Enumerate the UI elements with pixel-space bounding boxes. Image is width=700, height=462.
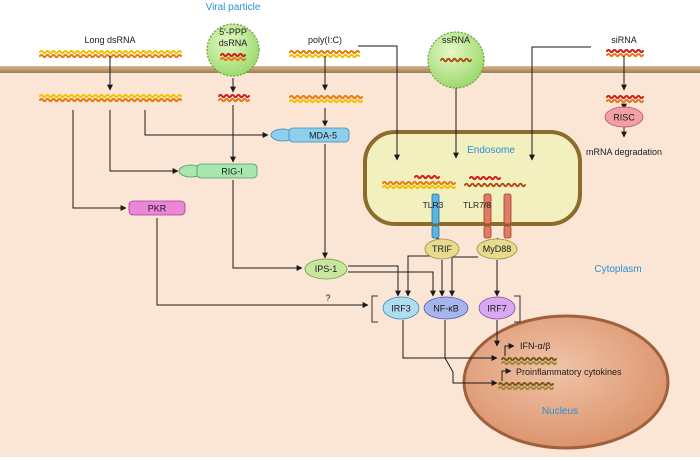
arrow-dsrna-to-pkr — [72, 110, 127, 211]
gene-promoters — [501, 343, 515, 381]
polyic-label: poly(I:C) — [308, 35, 342, 45]
cyto-dsrna-strand-orange — [39, 97, 182, 103]
pathway-arrows — [72, 45, 627, 386]
mda5-node: MDA-5 — [270, 127, 350, 143]
endosome-ssrna-red — [469, 175, 501, 181]
myd88-label: MyD88 — [483, 244, 512, 254]
ppp-dsrna-strand-red — [220, 52, 246, 58]
risc-label: RISC — [613, 113, 635, 123]
irf7-node: IRF7 — [478, 296, 516, 320]
viral-particle-icon — [206, 23, 260, 77]
arrow-pkr-to-irf3 — [156, 218, 369, 308]
arrow-sirna-branch — [529, 46, 591, 161]
plasma-membrane — [0, 66, 700, 73]
endosome-label: Endosome — [467, 145, 515, 156]
tlr7-receptor — [483, 193, 492, 239]
cyto-dsrna-strand-yellow — [39, 93, 182, 99]
arrow-rigi-to-ips1 — [232, 180, 303, 271]
nfkb-node: NF-κB — [423, 296, 469, 320]
pkr-node: PKR — [128, 200, 186, 216]
cyto-polyic-strand-1 — [289, 94, 363, 100]
ssrna-label: ssRNA — [442, 35, 470, 45]
ppp-dsrna-strand-orange — [220, 56, 246, 62]
trif-label: TRIF — [432, 244, 452, 254]
cyto-polyic-strand-2 — [289, 98, 363, 104]
arrow-dsrna-to-mda5 — [144, 110, 269, 138]
cytoplasm-label: Cytoplasm — [594, 264, 641, 275]
ifn-gene-strand-1 — [501, 356, 557, 362]
rigi-label: RIG-I — [221, 167, 243, 177]
ppp-dsrna-label-line2: dsRNA — [219, 38, 248, 48]
cyto-ppp-strand-red — [218, 93, 250, 99]
tlr8-receptor — [503, 193, 512, 239]
ppp-dsrna-label-line1: 5′-PPP — [219, 27, 247, 37]
arrow-polyic-to-endosome — [358, 45, 400, 161]
endosome-dsrna-yellow — [382, 184, 456, 190]
cytokine-gene-label: Proinflammatory cytokines — [516, 367, 622, 377]
trif-node: TRIF — [424, 238, 460, 260]
risc-node: RISC — [604, 106, 644, 128]
irf3-node: IRF3 — [382, 296, 420, 320]
cytokine-gene-strand-2 — [498, 385, 554, 391]
tlr3-label: TLR3 — [423, 200, 444, 210]
bracket-right — [514, 295, 521, 323]
ips1-node: IPS-1 — [304, 258, 348, 280]
ifn-gene-strand-2 — [501, 360, 557, 366]
ifn-gene-label: IFN-α/β — [520, 341, 550, 351]
cyto-sirna-strand-1 — [606, 94, 644, 100]
arrow-nfkb-to-genes — [444, 320, 498, 386]
polyic-strand-1 — [289, 49, 360, 55]
bracket-left — [371, 295, 378, 323]
sirna-strand-1 — [606, 48, 644, 54]
pkr-label: PKR — [148, 204, 167, 214]
cytokine-gene-strand-1 — [498, 381, 554, 387]
cyto-ppp-strand-orange — [218, 97, 250, 103]
mda5-label: MDA-5 — [309, 131, 337, 141]
nucleus-label: Nucleus — [542, 406, 578, 417]
arrow-irf3-to-ifn — [402, 320, 498, 361]
cyto-sirna-strand-2 — [606, 98, 644, 104]
tlr3-receptor — [431, 193, 440, 239]
arrow-trif-to-irf3 — [405, 255, 430, 297]
question-mark: ? — [325, 293, 330, 303]
sirna-label: siRNA — [611, 35, 637, 45]
irf7-label: IRF7 — [487, 304, 507, 314]
ssrna-strand — [440, 57, 472, 63]
endosome-dsrna-red — [414, 174, 440, 180]
long-dsrna-strand-yellow — [39, 49, 182, 55]
long-dsrna-label: Long dsRNA — [84, 35, 135, 45]
nucleus — [462, 314, 670, 450]
arrow-ips1-to-nfkb — [348, 271, 436, 297]
tlr78-label: TLR7/8 — [463, 200, 491, 210]
endosome-dsrna-orange — [382, 180, 456, 186]
sirna-strand-2 — [606, 52, 644, 58]
ips1-label: IPS-1 — [315, 264, 338, 274]
viral-particle-label: Viral particle — [206, 2, 261, 13]
arrow-ips1-to-irf3 — [348, 265, 401, 297]
endosome-ssrna-brown — [464, 182, 526, 188]
nfkb-label: NF-κB — [433, 304, 459, 314]
irf3-label: IRF3 — [391, 304, 411, 314]
arrow-dsrna-to-rigi — [109, 110, 179, 174]
rigi-node: RIG-I — [178, 163, 258, 179]
myd88-node: MyD88 — [476, 238, 518, 260]
mrna-degradation-label: mRNA degradation — [586, 147, 662, 157]
